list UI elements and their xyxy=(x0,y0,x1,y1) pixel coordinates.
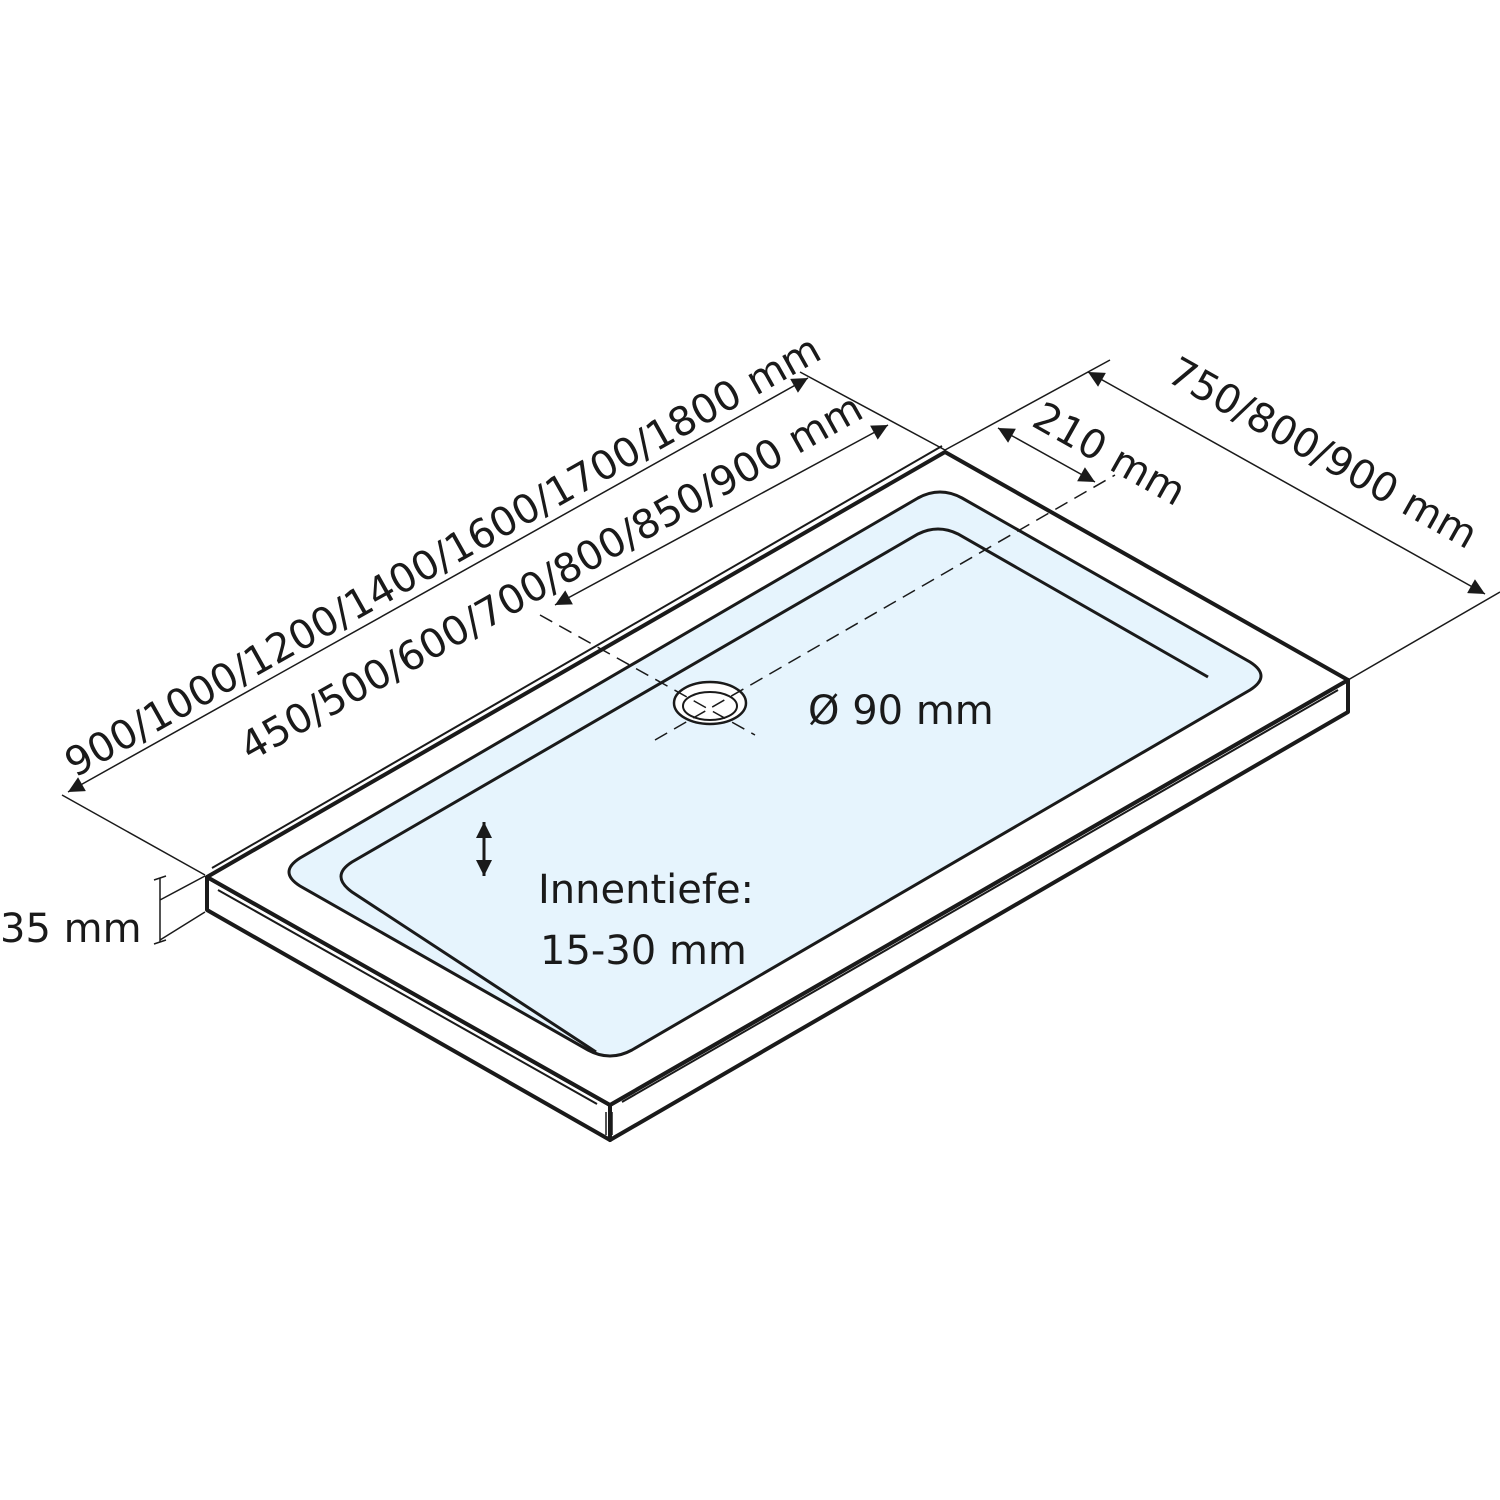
tray-right-edge-inner xyxy=(621,689,1339,1103)
drain-outer-ring xyxy=(672,680,748,726)
label-width: 750/800/900 mm xyxy=(1160,349,1485,559)
ext-line-left xyxy=(61,794,206,876)
tray-corner-mark xyxy=(605,1112,613,1135)
label-height: 35 mm xyxy=(0,906,142,952)
dim-length-drain xyxy=(554,424,889,606)
ext-line-back xyxy=(799,371,946,451)
dim-height xyxy=(153,875,206,945)
dim-drain-offset xyxy=(997,427,1096,483)
label-drain-offset: 210 mm xyxy=(1025,394,1193,516)
dim-width xyxy=(1087,371,1486,595)
label-depth-value: 15-30 mm xyxy=(540,928,747,974)
ext-line-back-right xyxy=(944,359,1111,451)
dimension-lines xyxy=(61,359,1500,945)
ext-line-right xyxy=(1347,591,1500,681)
tray-front-edge-inner xyxy=(217,889,598,1105)
label-drain-diameter: Ø 90 mm xyxy=(808,688,994,734)
label-depth: Innentiefe: xyxy=(538,867,754,913)
